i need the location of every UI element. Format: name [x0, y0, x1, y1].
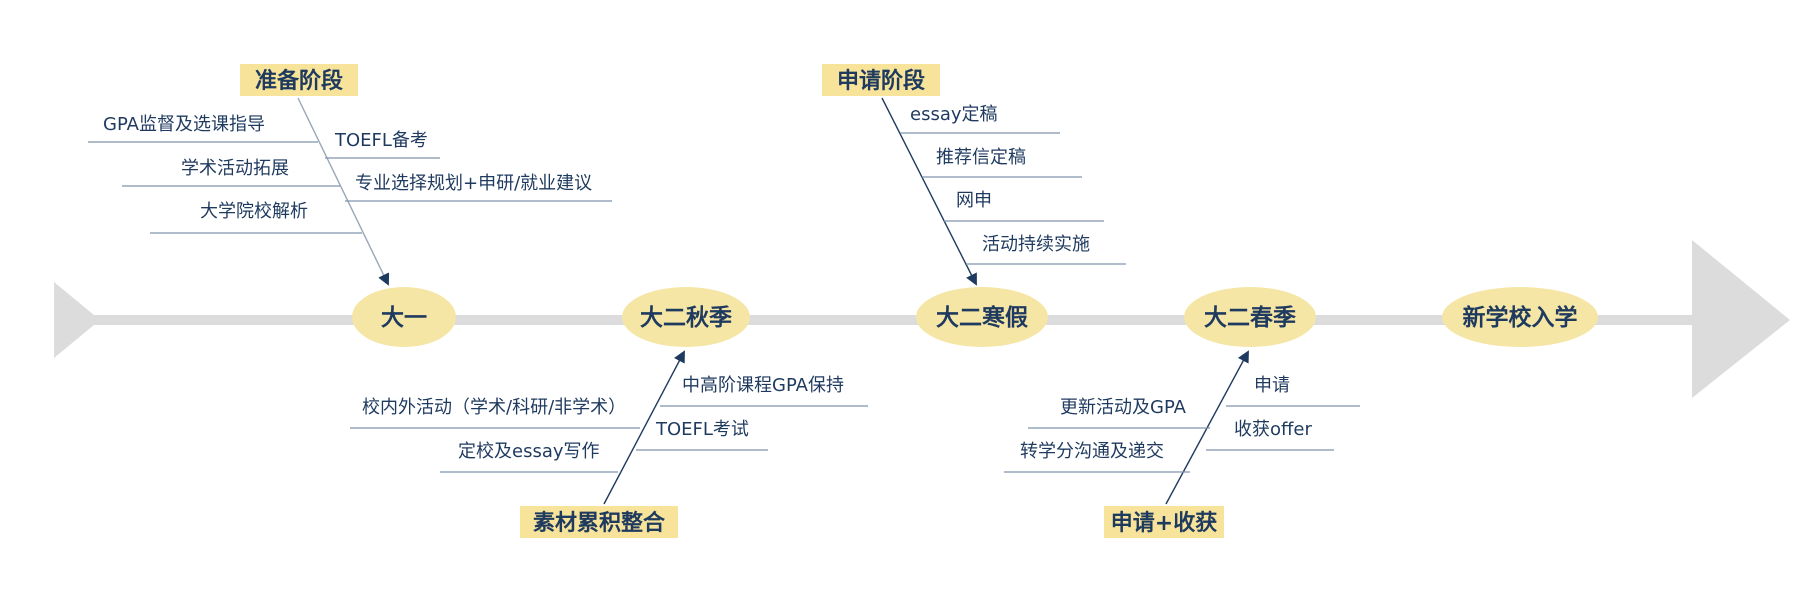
harvest-item-apply: 申请: [1254, 375, 1290, 396]
node-sophomore-fall: [622, 287, 750, 347]
prep-item-academic: 学术活动拓展: [181, 158, 289, 179]
stage-prep-group: 准备阶段 GPA监督及选课指导 TOEFL备考 学术活动拓展 专业选择规划+申研…: [88, 64, 612, 286]
axis-line: [90, 315, 1700, 325]
node-freshman-label: 大一: [381, 305, 427, 331]
prep-item-major-planning: 专业选择规划+申研/就业建议: [355, 173, 592, 194]
node-sophomore-winter-label: 大二寒假: [936, 304, 1028, 331]
material-item-gpa: 中高阶课程GPA保持: [682, 375, 844, 396]
stage-material-label: 素材累积整合: [533, 510, 666, 536]
node-new-school-enrollment-label: 新学校入学: [1463, 304, 1578, 331]
apply-item-recommendation: 推荐信定稿: [936, 147, 1026, 168]
harvest-item-update-activities-gpa: 更新活动及GPA: [1060, 397, 1187, 418]
node-new-school-enrollment: [1442, 287, 1598, 347]
stage-prep-bone: [297, 97, 390, 286]
prep-item-gpa: GPA监督及选课指导: [103, 114, 265, 135]
stage-prep-label: 准备阶段: [255, 68, 343, 94]
timeline-axis: [54, 240, 1790, 398]
timeline-nodes: 大一 大二秋季 大二寒假 大二春季 新学校入学: [352, 287, 1598, 347]
harvest-item-credit-transfer: 转学分沟通及递交: [1020, 441, 1164, 462]
prep-item-toefl: TOEFL备考: [334, 130, 428, 151]
stage-apply-group: 申请阶段 essay定稿 推荐信定稿 网申 活动持续实施: [822, 64, 1126, 286]
material-item-toefl-exam: TOEFL考试: [655, 419, 749, 440]
stage-apply-label-bg: [822, 64, 940, 96]
node-sophomore-spring-label: 大二春季: [1204, 305, 1296, 331]
apply-item-essay-final: essay定稿: [910, 104, 998, 125]
stage-material-label-bg: [520, 506, 678, 538]
material-item-activities: 校内外活动（学术/科研/非学术）: [362, 397, 626, 418]
apply-item-online-application: 网申: [956, 190, 992, 211]
stage-prep-label-bg: [240, 64, 358, 96]
node-sophomore-winter: [916, 287, 1048, 347]
stage-harvest-group: 申请+收获 申请 更新活动及GPA 收获offer 转学分沟通及递交: [1004, 350, 1360, 538]
axis-tail-triangle: [54, 282, 100, 358]
stage-harvest-label-bg: [1104, 506, 1224, 538]
node-sophomore-fall-label: 大二秋季: [640, 305, 732, 331]
axis-arrow-head: [1692, 240, 1790, 398]
stage-material-group: 素材累积整合 中高阶课程GPA保持 校内外活动（学术/科研/非学术） TOEFL…: [350, 350, 868, 538]
stage-material-bone: [603, 350, 685, 505]
node-freshman: [352, 287, 456, 347]
node-sophomore-spring: [1184, 287, 1316, 347]
prep-item-university-analysis: 大学院校解析: [200, 201, 308, 222]
harvest-item-offer: 收获offer: [1234, 419, 1312, 440]
stage-apply-bone: [881, 97, 977, 286]
apply-item-activities: 活动持续实施: [982, 234, 1090, 255]
stage-harvest-label: 申请+收获: [1111, 510, 1217, 536]
stage-apply-label: 申请阶段: [837, 68, 925, 94]
material-item-school-essay: 定校及essay写作: [458, 441, 600, 462]
